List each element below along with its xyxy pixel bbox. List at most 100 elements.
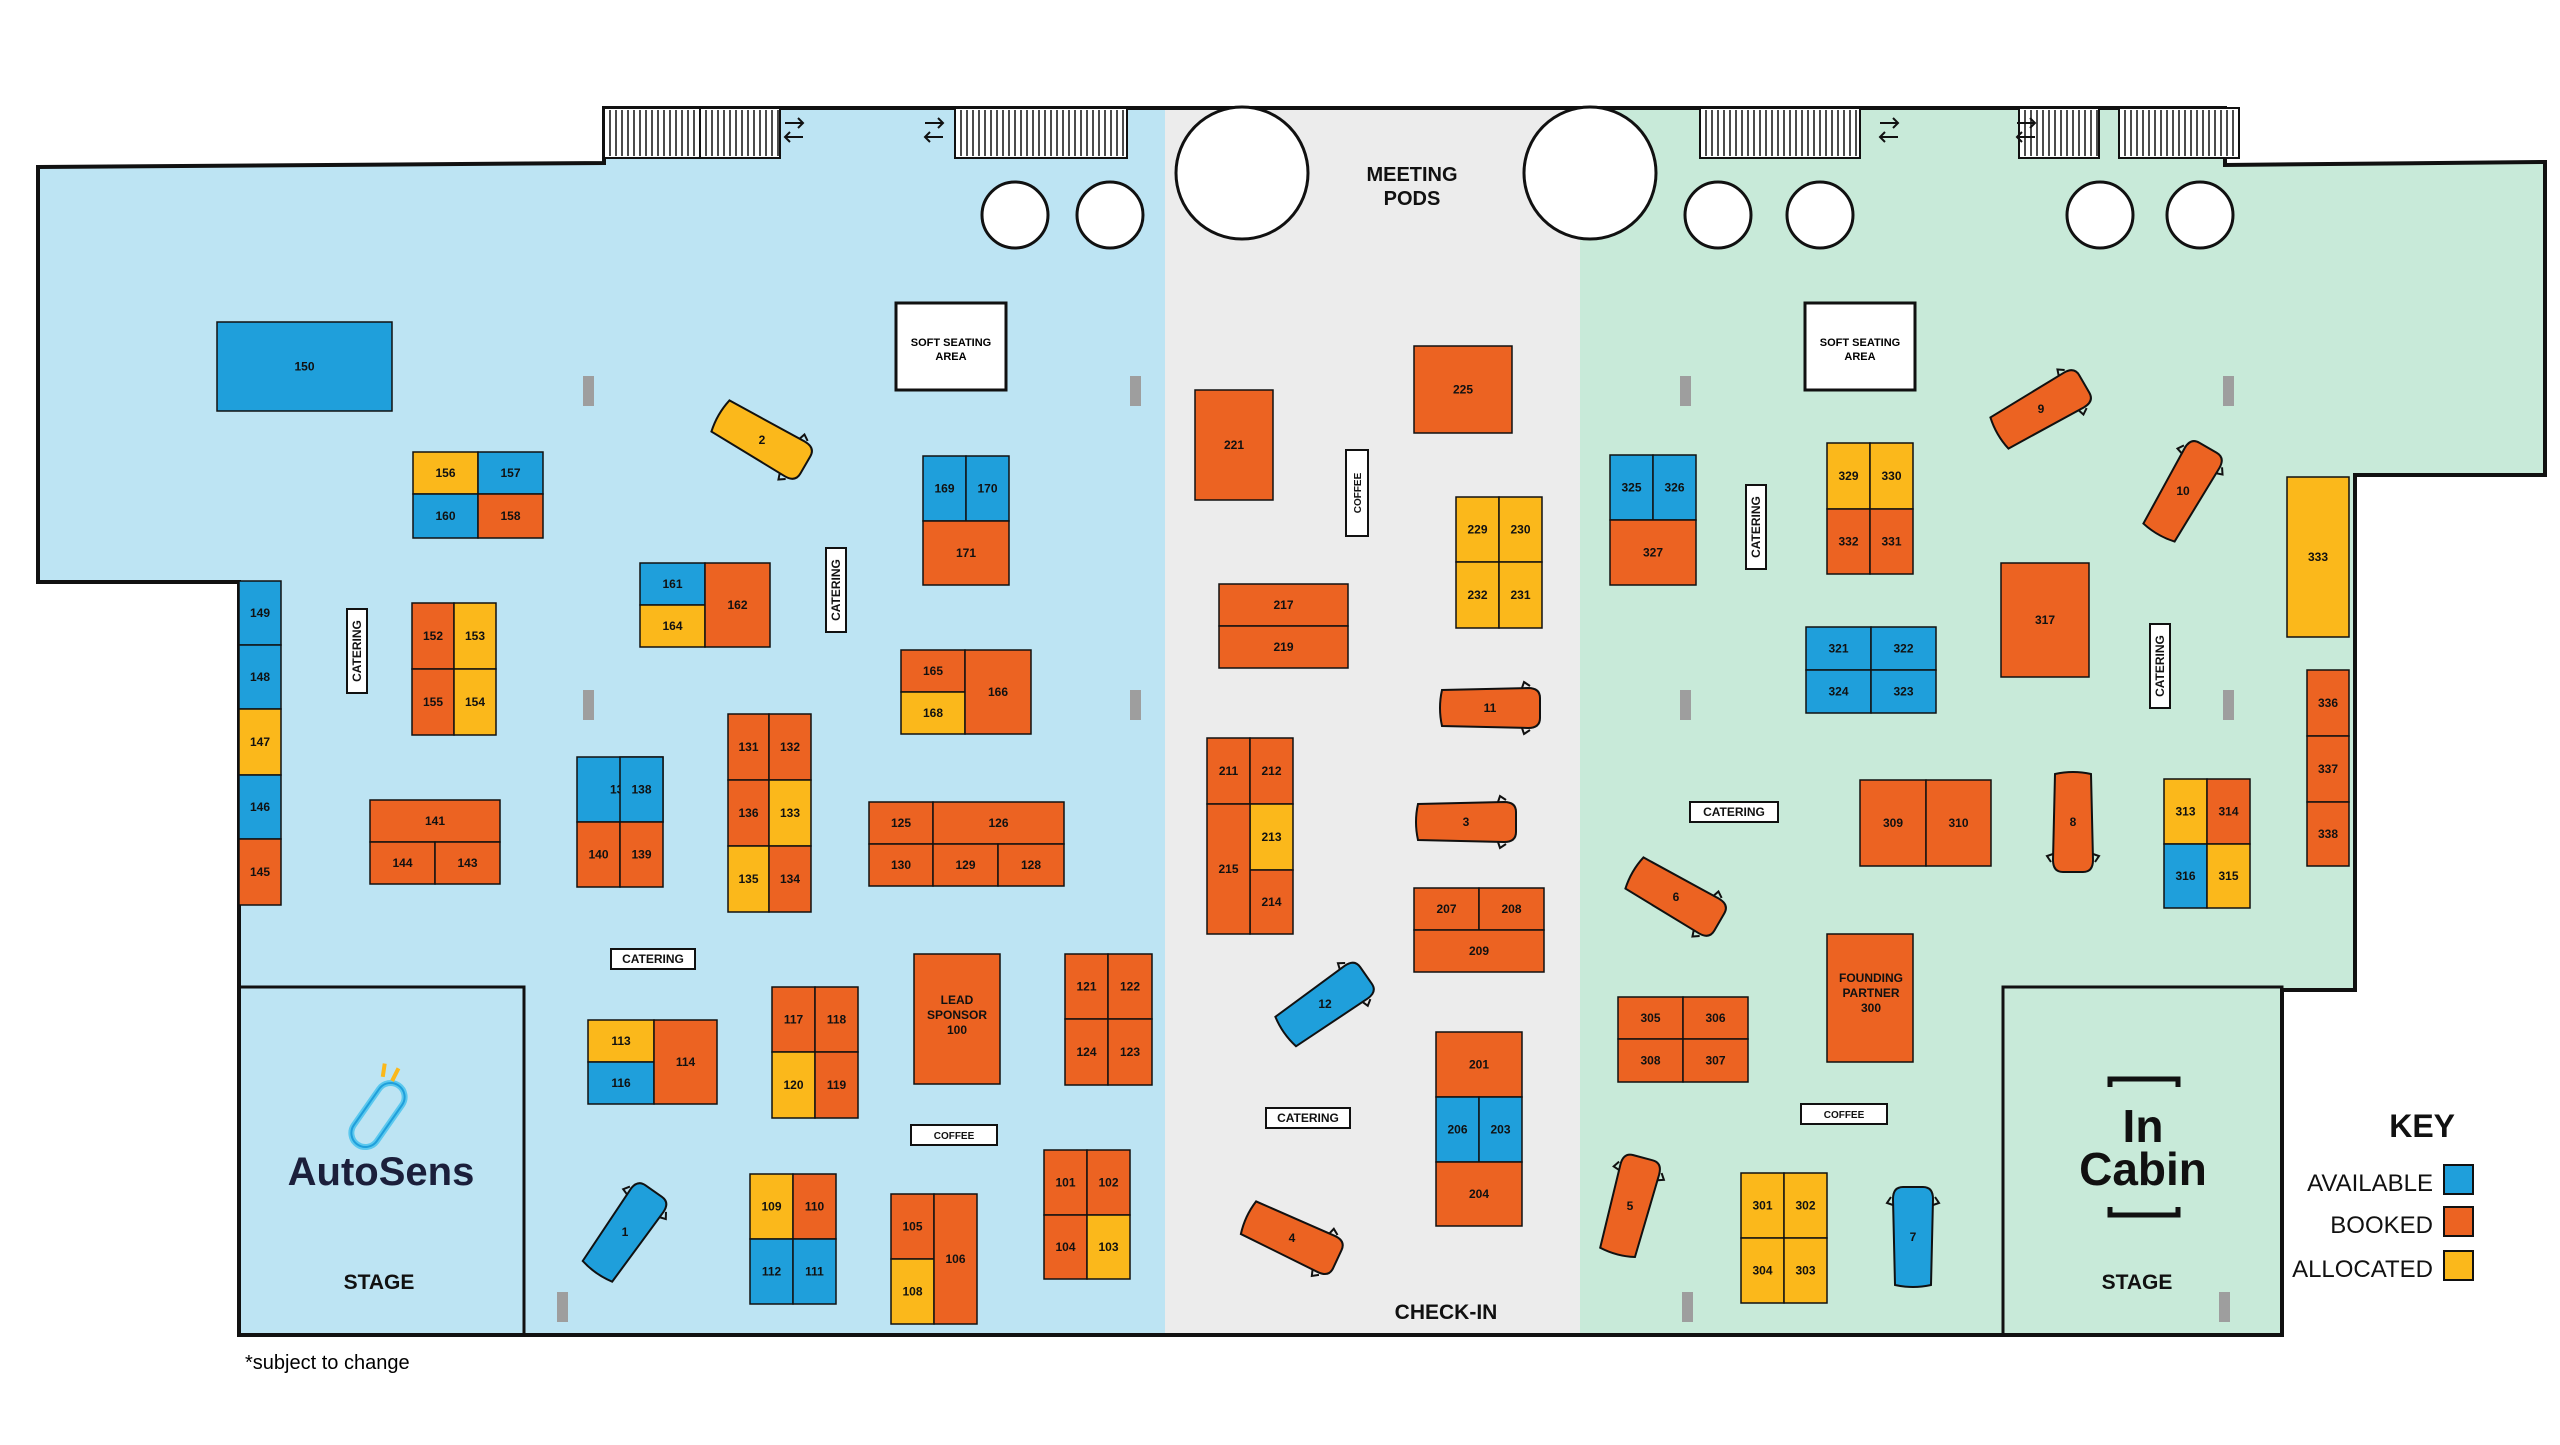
coffee-point[interactable]: COFFEE <box>910 1124 998 1146</box>
booth-154[interactable]: 154 <box>453 668 497 736</box>
booth-104[interactable]: 104 <box>1043 1214 1088 1280</box>
booth-101[interactable]: 101 <box>1043 1149 1088 1216</box>
booth-336[interactable]: 336 <box>2306 669 2350 737</box>
catering-point[interactable]: CATERING <box>346 608 368 694</box>
catering-point[interactable]: CATERING <box>2149 623 2171 709</box>
meeting-pod[interactable] <box>1522 105 1658 241</box>
booth-317[interactable]: 317 <box>2000 562 2090 678</box>
booth-231[interactable]: 231 <box>1498 561 1543 629</box>
booth-230[interactable]: 230 <box>1498 496 1543 563</box>
booth-203[interactable]: 203 <box>1478 1096 1523 1163</box>
car-4[interactable]: 4 <box>1236 1193 1349 1282</box>
entrance-stairs[interactable] <box>2118 107 2240 159</box>
booth-323[interactable]: 323 <box>1870 669 1937 714</box>
booth-130[interactable]: 130 <box>868 843 934 887</box>
booth-156[interactable]: 156 <box>412 451 479 495</box>
booth-206[interactable]: 206 <box>1435 1096 1480 1163</box>
entrance-stairs[interactable] <box>699 107 781 159</box>
booth-305[interactable]: 305 <box>1617 996 1684 1040</box>
booth-310[interactable]: 310 <box>1925 779 1992 867</box>
booth-302[interactable]: 302 <box>1783 1172 1828 1239</box>
booth-211[interactable]: 211 <box>1206 737 1251 805</box>
booth-141[interactable]: 141 <box>369 799 501 843</box>
booth-221[interactable]: 221 <box>1194 389 1274 501</box>
booth-136[interactable]: 136 <box>727 779 770 847</box>
booth-326[interactable]: 326 <box>1652 454 1697 521</box>
booth-131[interactable]: 131 <box>727 713 770 781</box>
booth-123[interactable]: 123 <box>1107 1018 1153 1086</box>
booth-105[interactable]: 105 <box>890 1193 935 1260</box>
booth-308[interactable]: 308 <box>1617 1038 1684 1083</box>
booth-152[interactable]: 152 <box>411 602 455 670</box>
booth-333[interactable]: 333 <box>2286 476 2350 638</box>
meeting-pod[interactable] <box>2065 180 2135 250</box>
booth-147[interactable]: 147 <box>238 708 282 776</box>
booth-140[interactable]: 140 <box>576 821 621 888</box>
booth-145[interactable]: 145 <box>238 838 282 906</box>
catering-point[interactable]: CATERING <box>1689 801 1779 823</box>
coffee-point[interactable]: COFFEE <box>1345 449 1369 537</box>
booth-214[interactable]: 214 <box>1249 869 1294 935</box>
booth-321[interactable]: 321 <box>1805 626 1872 671</box>
booth-337[interactable]: 337 <box>2306 735 2350 803</box>
booth-329[interactable]: 329 <box>1826 442 1871 510</box>
booth-315[interactable]: 315 <box>2206 843 2251 909</box>
booth-109[interactable]: 109 <box>749 1173 794 1240</box>
booth-330[interactable]: 330 <box>1869 442 1914 510</box>
catering-point[interactable]: CATERING <box>1745 484 1767 570</box>
booth-161[interactable]: 161 <box>639 562 706 606</box>
booth-144[interactable]: 144 <box>369 841 436 885</box>
booth-331[interactable]: 331 <box>1869 508 1914 575</box>
booth-169[interactable]: 169 <box>922 455 967 522</box>
booth-316[interactable]: 316 <box>2163 843 2208 909</box>
booth-124[interactable]: 124 <box>1064 1018 1109 1086</box>
car-9[interactable]: 9 <box>1985 361 2098 456</box>
car-6[interactable]: 6 <box>1620 849 1733 944</box>
booth-126[interactable]: 126 <box>932 801 1065 845</box>
booth-158[interactable]: 158 <box>477 493 544 539</box>
booth-301[interactable]: 301 <box>1740 1172 1785 1239</box>
booth-201[interactable]: 201 <box>1435 1031 1523 1098</box>
booth-209[interactable]: 209 <box>1413 929 1545 973</box>
booth-134[interactable]: 134 <box>768 845 812 913</box>
booth-213[interactable]: 213 <box>1249 803 1294 871</box>
booth-324[interactable]: 324 <box>1805 669 1872 714</box>
booth-338[interactable]: 338 <box>2306 801 2350 867</box>
booth-119[interactable]: 119 <box>814 1051 859 1119</box>
booth-300[interactable] <box>1826 933 1914 1063</box>
booth-165[interactable]: 165 <box>900 649 966 693</box>
booth-103[interactable]: 103 <box>1086 1214 1131 1280</box>
booth-232[interactable]: 232 <box>1455 561 1500 629</box>
car-7[interactable]: 7 <box>1885 1186 1941 1288</box>
booth-128[interactable]: 128 <box>997 843 1065 887</box>
meeting-pod[interactable] <box>1683 180 1753 250</box>
booth-117[interactable]: 117 <box>771 986 816 1053</box>
booth-139[interactable]: 139 <box>619 821 664 888</box>
booth-164[interactable]: 164 <box>639 604 706 648</box>
booth-168[interactable]: 168 <box>900 691 966 735</box>
meeting-pod[interactable] <box>1075 180 1145 250</box>
booth-313[interactable]: 313 <box>2163 778 2208 845</box>
car-8[interactable]: 8 <box>2045 771 2101 873</box>
booth-325[interactable]: 325 <box>1609 454 1654 521</box>
booth-111[interactable]: 111 <box>792 1238 837 1305</box>
entrance-stairs[interactable] <box>2018 107 2100 159</box>
booth-149[interactable]: 149 <box>238 580 282 646</box>
catering-point[interactable]: CATERING <box>1265 1107 1351 1129</box>
booth-135[interactable]: 135 <box>727 845 770 913</box>
soft-seating-right[interactable]: SOFT SEATING AREA <box>1803 301 1917 392</box>
catering-point[interactable]: CATERING <box>610 948 696 970</box>
meeting-pod[interactable] <box>2165 180 2235 250</box>
booth-229[interactable]: 229 <box>1455 496 1500 563</box>
booth-212[interactable]: 212 <box>1249 737 1294 805</box>
booth-219[interactable]: 219 <box>1218 625 1349 669</box>
booth-116[interactable]: 116 <box>587 1061 655 1105</box>
booth-322[interactable]: 322 <box>1870 626 1937 671</box>
car-11[interactable]: 11 <box>1439 680 1541 736</box>
booth-162[interactable]: 162 <box>704 562 771 648</box>
booth-170[interactable]: 170 <box>965 455 1010 522</box>
booth-120[interactable]: 120 <box>771 1051 816 1119</box>
booth-207[interactable]: 207 <box>1413 887 1480 931</box>
booth-215[interactable]: 215 <box>1206 803 1251 935</box>
booth-225[interactable]: 225 <box>1413 345 1513 434</box>
